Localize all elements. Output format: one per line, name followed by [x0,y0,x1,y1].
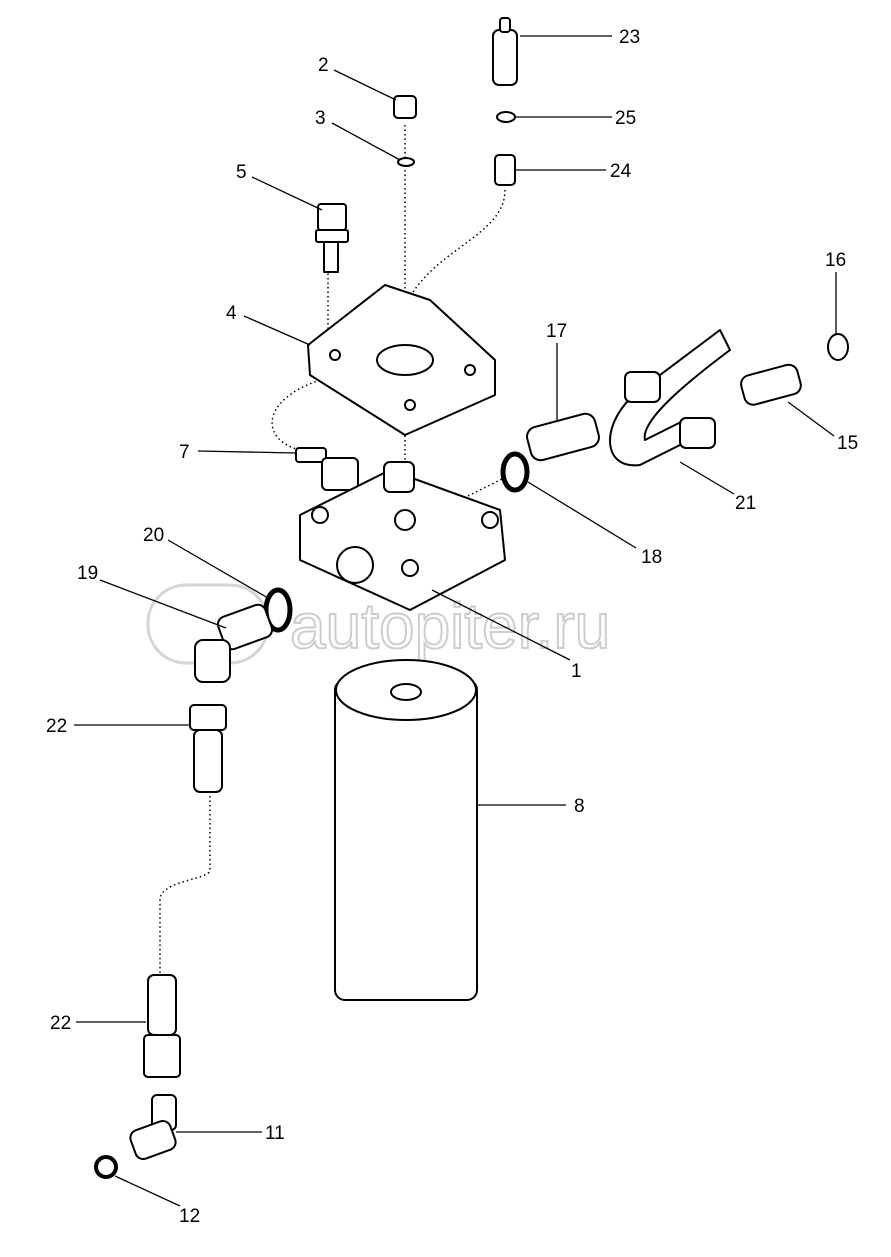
part-16-oring [827,333,849,361]
part-2-plug [393,95,417,119]
callout-22-lower: 22 [50,1013,71,1034]
part-22-upper-hose-end [189,704,227,793]
part-25-oring [496,111,516,123]
callout-1: 1 [571,661,582,682]
callout-12: 12 [179,1206,200,1227]
part-3-washer [397,157,415,167]
part-8-filter [334,659,478,1001]
part-21-tube [609,329,731,467]
part-23-fitting [492,17,518,86]
callout-25: 25 [615,108,636,129]
part-18-oring [500,451,530,493]
watermark: autopiter.ru [146,583,611,665]
callout-3: 3 [315,108,326,129]
callout-5: 5 [236,162,247,183]
callout-18: 18 [641,547,662,568]
callout-23: 23 [619,27,640,48]
part-5-bolt [315,203,349,273]
part-11-elbow [129,1094,177,1161]
part-22-lower-hose-end [143,974,181,1078]
part-1-filter-head [299,461,506,611]
assembly-lines [159,125,521,975]
callout-16: 16 [825,250,846,271]
callout-15: 15 [837,433,858,454]
callout-7: 7 [179,442,190,463]
svg-text:autopiter.ru: autopiter.ru [290,590,610,662]
callout-21: 21 [735,493,756,514]
callout-19: 19 [77,563,98,584]
callout-22-upper: 22 [46,716,67,737]
part-19-elbow [194,603,274,683]
leader-lines [74,35,837,1207]
part-7-bolt [295,447,359,491]
callout-4: 4 [226,303,237,324]
part-15-connector [740,363,802,406]
callout-11: 11 [265,1123,285,1144]
callout-8: 8 [574,796,585,817]
part-4-bracket-plate [307,284,496,436]
part-12-oring [94,1155,118,1179]
callout-2: 2 [318,55,329,76]
callout-24: 24 [610,161,632,182]
part-24-nipple [494,154,516,186]
callout-17: 17 [546,321,567,342]
callout-20: 20 [143,525,164,546]
callout-labels: 23 2 25 3 24 5 16 4 17 15 7 21 20 18 19 … [46,27,858,1227]
part-17-connector [526,412,600,462]
